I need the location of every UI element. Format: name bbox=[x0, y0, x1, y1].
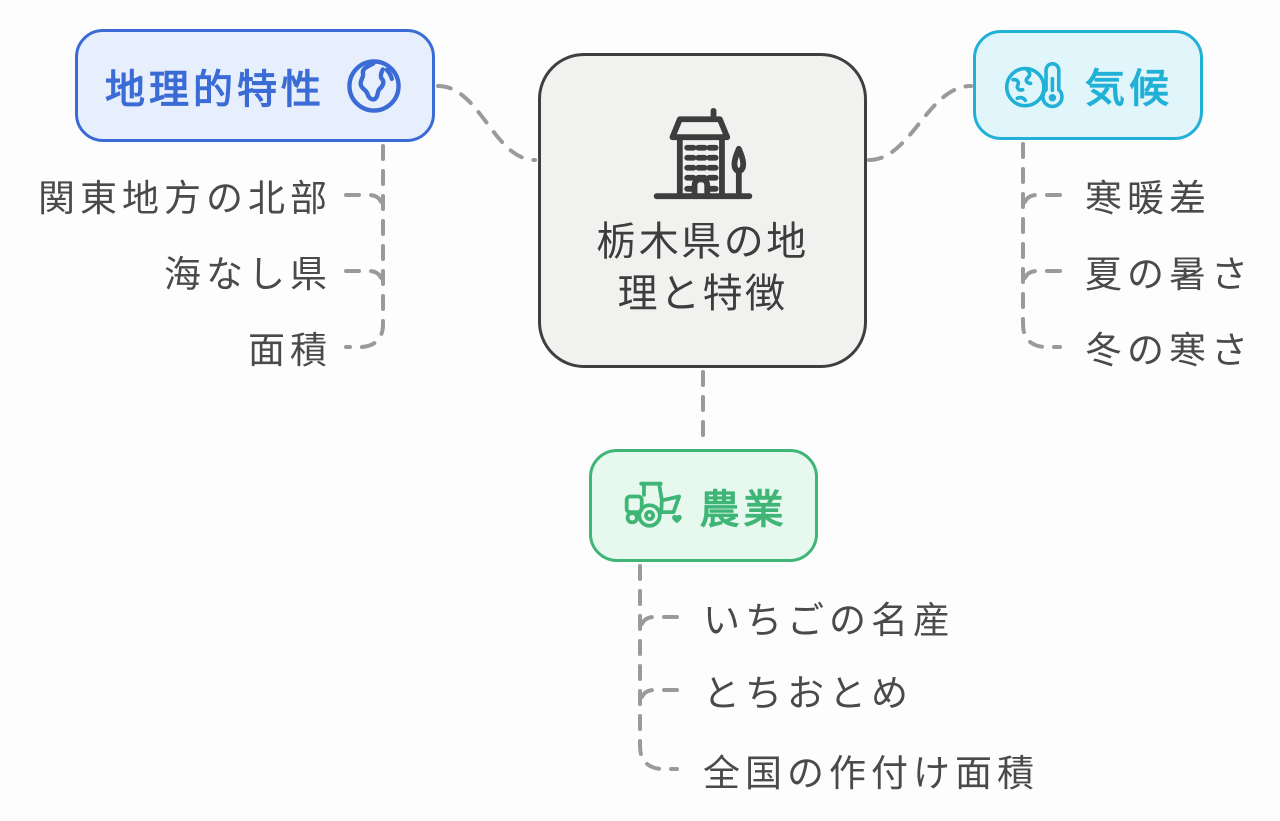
connector-climate-child-2 bbox=[1021, 269, 1062, 288]
child-temperature-range[interactable]: 寒暖差 bbox=[1085, 178, 1211, 219]
building-icon bbox=[653, 107, 752, 200]
connector-center-climate bbox=[867, 84, 973, 162]
connector-agriculture-trunk bbox=[638, 564, 679, 771]
child-summer-heat[interactable]: 夏の暑さ bbox=[1085, 254, 1253, 295]
child-kanto-region-north[interactable]: 関東地方の北部 bbox=[38, 178, 332, 219]
branch-node-climate[interactable]: 気候 bbox=[973, 30, 1203, 140]
tractor-icon bbox=[624, 481, 682, 528]
connector-geography-child-2 bbox=[344, 269, 385, 288]
child-national-planting-area[interactable]: 全国の作付け面積 bbox=[703, 753, 1039, 794]
child-winter-cold[interactable]: 冬の寒さ bbox=[1085, 330, 1253, 371]
connector-climate-child-1 bbox=[1021, 193, 1062, 212]
connector-geography-child-1 bbox=[344, 193, 385, 212]
child-area[interactable]: 面積 bbox=[248, 330, 332, 371]
central-topic-label: 栃木県の地理と特徴 bbox=[596, 220, 809, 316]
connector-agriculture-child-2 bbox=[638, 688, 679, 707]
connector-geography-trunk bbox=[344, 144, 385, 349]
globe-icon bbox=[347, 58, 401, 113]
branch-label-agriculture: 農業 bbox=[699, 487, 788, 532]
branch-label-climate: 気候 bbox=[1085, 67, 1173, 111]
branch-node-agriculture[interactable]: 農業 bbox=[589, 449, 818, 562]
connector-climate-trunk bbox=[1021, 142, 1062, 349]
child-tochiotome[interactable]: とちおとめ bbox=[703, 673, 913, 714]
connector-center-geography bbox=[436, 84, 537, 162]
central-topic-node[interactable]: 栃木県の地理と特徴 bbox=[538, 53, 867, 368]
child-strawberry-specialty[interactable]: いちごの名産 bbox=[703, 600, 955, 641]
connector-agriculture-child-1 bbox=[638, 615, 679, 634]
child-landlocked-prefecture[interactable]: 海なし県 bbox=[164, 254, 332, 295]
branch-node-geography[interactable]: 地理的特性 bbox=[75, 29, 435, 142]
globe-thermometer-icon bbox=[1004, 61, 1064, 109]
branch-label-geography: 地理的特性 bbox=[105, 67, 325, 112]
